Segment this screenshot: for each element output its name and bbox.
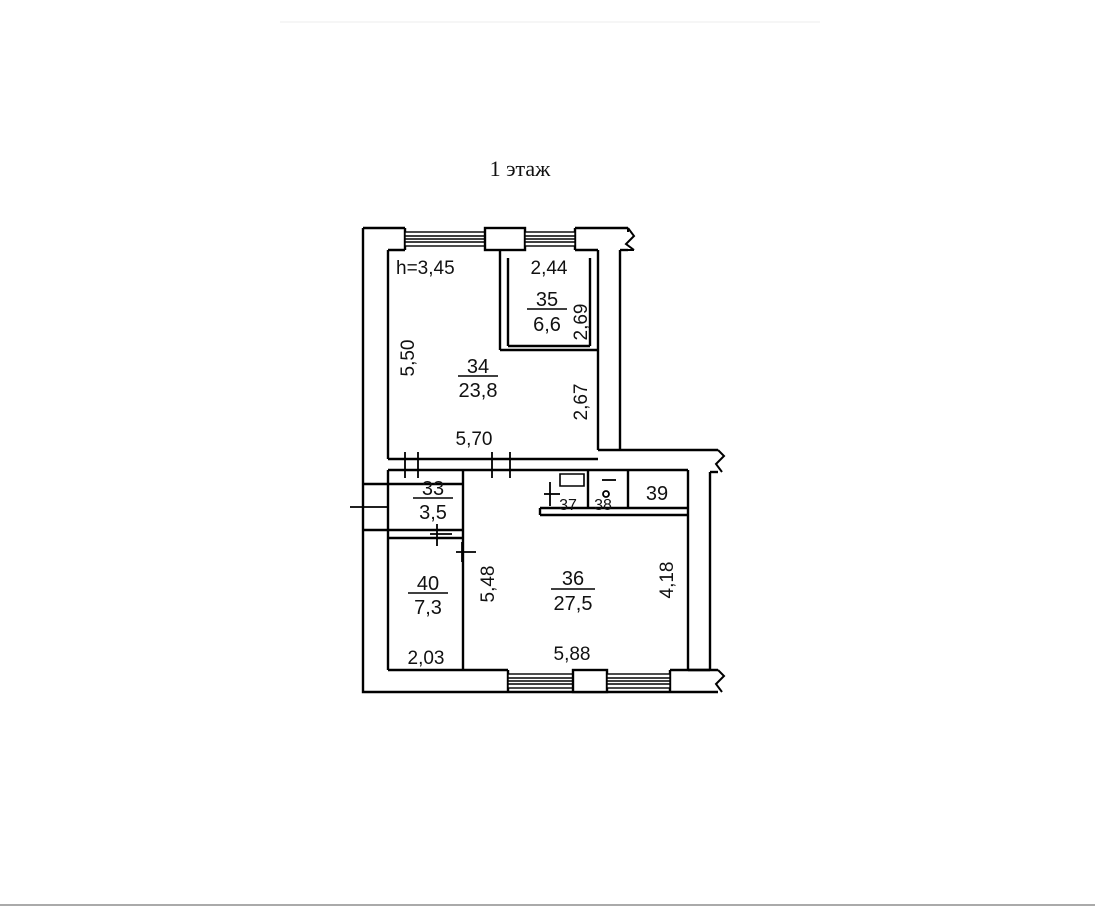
dimension-2-44: 2,44 xyxy=(531,258,568,279)
room-35-number: 35 xyxy=(536,289,558,311)
windows xyxy=(404,226,671,694)
dimension-5-50: 5,50 xyxy=(398,340,419,377)
room-34-number: 34 xyxy=(467,356,489,378)
room-36-area: 27,5 xyxy=(554,593,593,615)
room-34: 34 23,8 xyxy=(458,356,498,402)
room-37-number: 37 xyxy=(559,497,577,514)
room-36: 36 27,5 xyxy=(551,568,595,615)
walls xyxy=(361,226,718,694)
dimension-2-03: 2,03 xyxy=(408,648,445,669)
room-40: 40 7,3 xyxy=(408,573,448,619)
floor-title: 1 этаж xyxy=(490,156,552,181)
dimension-5-88: 5,88 xyxy=(554,644,591,665)
dimension-5-48: 5,48 xyxy=(478,566,499,603)
room-35-area: 6,6 xyxy=(533,314,561,336)
wall-break-marks xyxy=(620,227,726,693)
room-39-number: 39 xyxy=(646,483,668,505)
room-35: 35 6,6 xyxy=(527,289,567,336)
door-marks xyxy=(350,452,616,562)
dimension-5-70: 5,70 xyxy=(456,429,493,450)
room-40-number: 40 xyxy=(417,573,439,595)
ceiling-height-label: h=3,45 xyxy=(396,258,455,279)
room-36-number: 36 xyxy=(562,568,584,590)
scan-background xyxy=(0,21,1095,906)
dimension-4-18: 4,18 xyxy=(657,562,678,599)
room-33: 33 3,5 xyxy=(413,478,453,524)
room-33-area: 3,5 xyxy=(419,502,447,524)
room-34-area: 23,8 xyxy=(459,380,498,402)
room-38-number: 38 xyxy=(594,497,612,514)
room-33-number: 33 xyxy=(422,478,444,500)
dimension-2-67: 2,67 xyxy=(571,384,592,421)
dimension-2-69: 2,69 xyxy=(571,304,592,341)
room-40-area: 7,3 xyxy=(414,597,442,619)
